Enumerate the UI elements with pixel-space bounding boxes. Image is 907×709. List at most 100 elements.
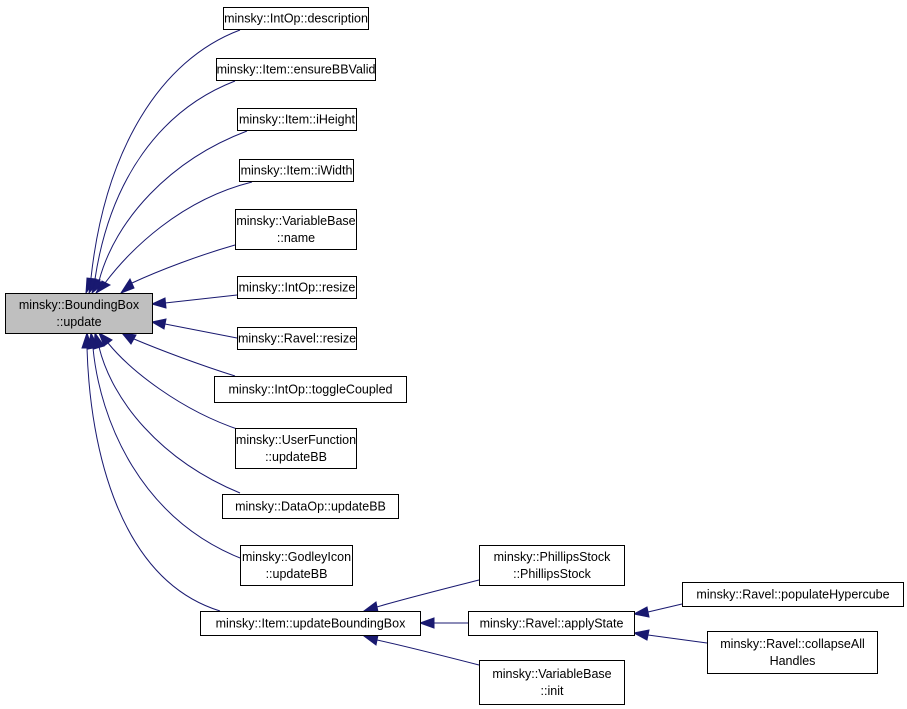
edge-item_iwidth-to-bbupdate xyxy=(94,181,253,295)
nodes-layer: minsky::BoundingBox::updateminsky::IntOp… xyxy=(5,7,904,705)
node-label-line: minsky::Item::iWidth xyxy=(241,164,353,178)
node-item-updateboundingbox[interactable]: minsky::Item::updateBoundingBox xyxy=(200,611,421,636)
node-box xyxy=(479,545,625,586)
arrowhead-icon xyxy=(632,629,650,641)
edge-intop_resize-to-bbupdate xyxy=(150,294,238,309)
edge-ravel_resize-to-bbupdate xyxy=(150,318,238,339)
edge-ravel_collapseallhandles-to-ravel_applystate xyxy=(632,629,708,644)
node-intop-togglecoupled[interactable]: minsky::IntOp::toggleCoupled xyxy=(214,376,407,403)
edge-line xyxy=(90,29,241,279)
node-ravel-resize[interactable]: minsky::Ravel::resize xyxy=(237,327,357,350)
node-label-line: minsky::Item::updateBoundingBox xyxy=(216,617,406,631)
edge-line xyxy=(376,639,480,666)
node-label-line: minsky::Ravel::applyState xyxy=(480,617,624,631)
edge-dataop_updatebb-to-bbupdate xyxy=(93,331,241,494)
node-item-iheight[interactable]: minsky::Item::iHeight xyxy=(237,108,357,131)
node-box xyxy=(235,209,357,250)
node-label-line: minsky::Item::iHeight xyxy=(239,113,356,127)
edge-item_iheight-to-bbupdate xyxy=(91,130,248,295)
node-userfunction-updatebb[interactable]: minsky::UserFunction::updateBB xyxy=(235,428,357,469)
arrowhead-icon xyxy=(119,277,135,295)
node-box xyxy=(239,159,354,182)
edge-line xyxy=(164,294,238,304)
node-label-line: minsky::VariableBase xyxy=(236,214,355,228)
arrowhead-icon xyxy=(362,634,379,646)
node-item-iwidth[interactable]: minsky::Item::iWidth xyxy=(239,159,354,182)
node-label-line: Handles xyxy=(770,654,816,668)
node-box xyxy=(240,545,353,586)
edge-line xyxy=(92,347,246,561)
node-label-line: minsky::Ravel::populateHypercube xyxy=(696,588,889,602)
arrowhead-icon xyxy=(362,601,379,613)
edge-phillipsstock-to-item_updateboundingbox xyxy=(362,579,480,613)
arrowhead-icon xyxy=(81,331,93,349)
edge-ravel_applystate-to-item_updateboundingbox xyxy=(418,617,468,629)
edge-intop_togglecoupled-to-bbupdate xyxy=(120,332,236,377)
arrowhead-icon xyxy=(94,280,112,295)
node-label-line: ::update xyxy=(56,315,101,329)
node-box xyxy=(214,376,407,403)
node-ravel-applystate[interactable]: minsky::Ravel::applyState xyxy=(468,611,635,636)
node-item-ensurebbvalid[interactable]: minsky::Item::ensureBBValid xyxy=(216,58,376,81)
edge-line xyxy=(107,342,241,431)
node-label-line: minsky::GodleyIcon xyxy=(242,550,351,564)
edge-line xyxy=(94,80,236,280)
edge-line xyxy=(98,346,241,494)
arrowhead-icon xyxy=(150,297,167,309)
edge-varbase_name-to-bbupdate xyxy=(119,244,236,295)
node-varbase-name[interactable]: minsky::VariableBase::name xyxy=(235,209,357,250)
edge-godleyicon_updatebb-to-bbupdate xyxy=(87,331,246,561)
node-intop-resize[interactable]: minsky::IntOp::resize xyxy=(237,276,357,299)
node-label-line: minsky::IntOp::toggleCoupled xyxy=(229,383,393,397)
node-box xyxy=(5,293,153,334)
node-label-line: minsky::DataOp::updateBB xyxy=(235,500,386,514)
edge-item_updateboundingbox-to-bbupdate xyxy=(81,331,221,612)
node-box xyxy=(237,276,357,299)
node-label-line: minsky::Ravel::resize xyxy=(238,332,356,346)
node-label-line: minsky::UserFunction xyxy=(236,433,356,447)
edge-item_ensurebbvalid-to-bbupdate xyxy=(88,80,236,295)
arrowhead-icon xyxy=(120,332,137,345)
node-box xyxy=(235,428,357,469)
node-label-line: minsky::Item::ensureBBValid xyxy=(217,63,376,77)
node-ravel-populatehypercube[interactable]: minsky::Ravel::populateHypercube xyxy=(682,582,904,607)
node-varbase-init[interactable]: minsky::VariableBase::init xyxy=(479,660,625,705)
edge-line xyxy=(98,130,248,282)
edge-line xyxy=(104,181,253,284)
node-box xyxy=(237,327,357,350)
node-label-line: minsky::IntOp::description xyxy=(224,12,368,26)
node-box xyxy=(216,58,376,81)
edge-line xyxy=(647,603,683,613)
node-label-line: minsky::PhillipsStock xyxy=(494,550,611,564)
edge-line xyxy=(376,579,480,608)
node-label-line: ::updateBB xyxy=(266,567,328,581)
arrowhead-icon xyxy=(418,617,435,629)
node-label-line: minsky::IntOp::resize xyxy=(239,281,356,295)
node-godleyicon-updatebb[interactable]: minsky::GodleyIcon::updateBB xyxy=(240,545,353,586)
edge-ravel_populatehypercube-to-ravel_applystate xyxy=(632,603,683,618)
edge-line xyxy=(133,338,236,377)
edges-layer xyxy=(81,29,708,666)
edge-line xyxy=(86,347,221,612)
node-intop-description[interactable]: minsky::IntOp::description xyxy=(223,7,369,30)
edge-line xyxy=(164,323,238,339)
node-box xyxy=(223,7,369,30)
edge-userfunction_updatebb-to-bbupdate xyxy=(98,331,241,431)
node-dataop-updatebb[interactable]: minsky::DataOp::updateBB xyxy=(222,494,399,519)
node-box xyxy=(200,611,421,636)
node-phillipsstock[interactable]: minsky::PhillipsStock::PhillipsStock xyxy=(479,545,625,586)
node-box xyxy=(468,611,635,636)
node-bbupdate[interactable]: minsky::BoundingBox::update xyxy=(5,293,153,334)
arrowhead-icon xyxy=(632,606,650,618)
node-box xyxy=(237,108,357,131)
arrowhead-icon xyxy=(98,331,113,347)
node-label-line: ::updateBB xyxy=(265,450,327,464)
node-box xyxy=(479,660,625,705)
node-label-line: minsky::BoundingBox xyxy=(19,298,140,312)
node-label-line: ::init xyxy=(541,684,564,698)
edge-varbase_init-to-item_updateboundingbox xyxy=(362,634,480,666)
node-box xyxy=(682,582,904,607)
edge-line xyxy=(647,634,708,644)
